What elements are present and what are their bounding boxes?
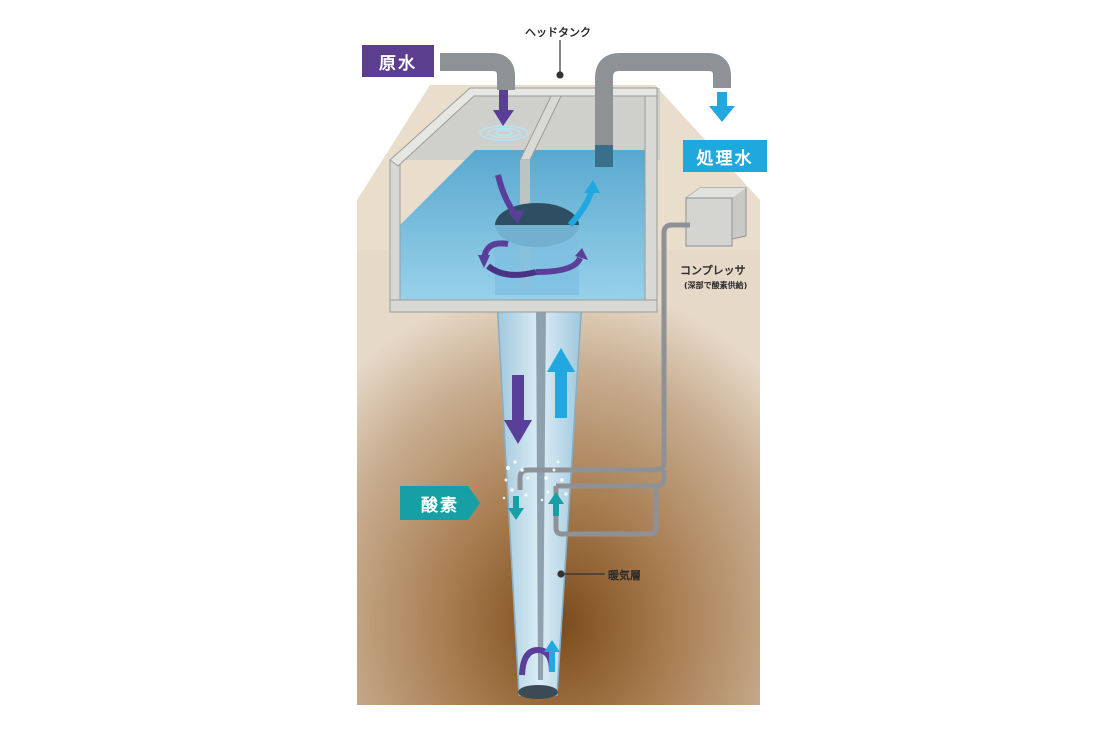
head-tank-label: ヘッドタンク	[525, 26, 591, 39]
compressor-label: コンプレッサ	[680, 264, 746, 277]
treated-water-tag: 処理水	[683, 140, 767, 172]
oxygen-tag: 酸素	[400, 486, 480, 520]
bubbles	[502, 460, 568, 502]
treated-water-pipe	[595, 53, 731, 167]
raw-water-pipe	[440, 53, 515, 90]
head-tank	[389, 87, 660, 313]
warm-layer-label: 暖気層	[608, 569, 641, 582]
arrows	[478, 90, 735, 520]
compressor-note: (深部で酸素供給)	[684, 281, 748, 290]
ripple	[479, 125, 529, 141]
raw-water-tag: 原水	[362, 45, 434, 77]
compressor	[517, 187, 747, 537]
leader-lines	[556, 40, 605, 578]
